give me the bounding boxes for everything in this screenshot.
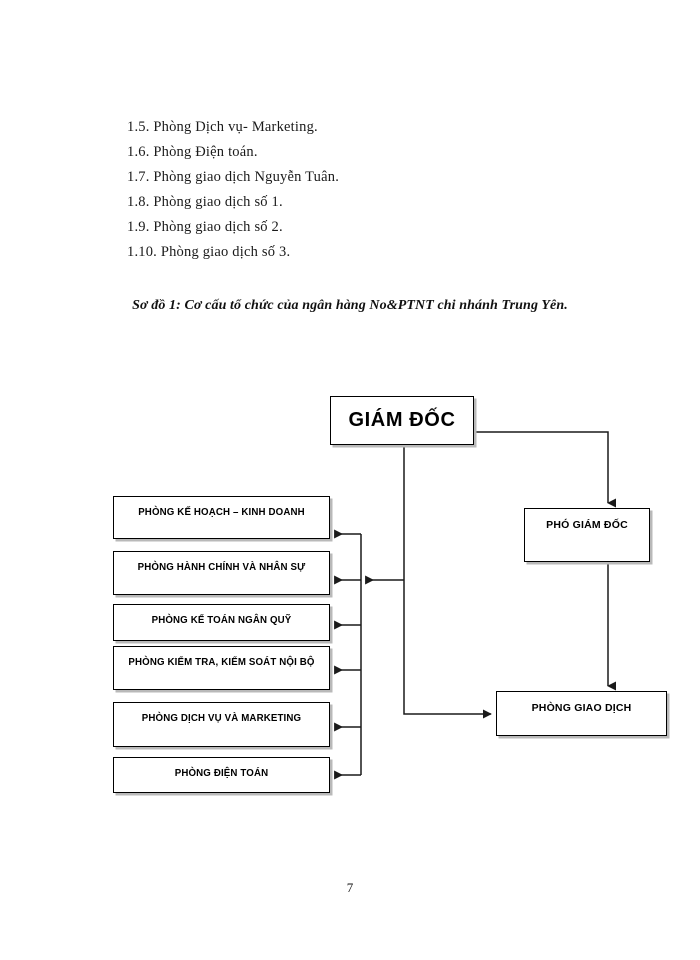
node-department: PHÒNG KIỂM TRA, KIỂM SOÁT NỘI BỘ <box>113 646 330 690</box>
node-department-label: PHÒNG KIỂM TRA, KIỂM SOÁT NỘI BỘ <box>128 657 315 668</box>
list-item: 1.7. Phòng giao dịch Nguyễn Tuân. <box>127 169 340 185</box>
node-department: PHÒNG KẾ TOÁN NGÂN QUỸ <box>113 604 330 641</box>
list-item: 1.6. Phòng Điện toán. <box>127 144 258 160</box>
page-number: 7 <box>346 880 354 895</box>
node-transaction-office-label: PHÒNG GIAO DỊCH <box>531 702 632 714</box>
node-deputy-director-label: PHÓ GIÁM ĐỐC <box>546 519 628 531</box>
list-item: 1.9. Phòng giao dịch số 2. <box>127 219 283 235</box>
node-department-label: PHÒNG DỊCH VỤ VÀ MARKETING <box>141 713 302 724</box>
list-item: 1.5. Phòng Dịch vụ- Marketing. <box>127 119 318 135</box>
node-department: PHÒNG KẾ HOẠCH – KINH DOANH <box>113 496 330 539</box>
connector-director-to-transaction-office <box>403 445 492 719</box>
node-director-label: GIÁM ĐỐC <box>348 409 456 431</box>
node-department: PHÒNG DỊCH VỤ VÀ MARKETING <box>113 702 330 747</box>
node-department-label: PHÒNG HÀNH CHÍNH VÀ NHÂN SỰ <box>137 562 306 573</box>
list-item: 1.8. Phòng giao dịch số 1. <box>127 194 283 210</box>
figure-caption: Sơ đồ 1: Cơ cấu tổ chức của ngân hàng No… <box>132 298 568 313</box>
node-deputy-director: PHÓ GIÁM ĐỐC <box>524 508 650 562</box>
node-department-label: PHÒNG KẾ TOÁN NGÂN QUỸ <box>151 615 292 626</box>
node-department: PHÒNG ĐIỆN TOÁN <box>113 757 330 793</box>
numbered-list: 1.5. Phòng Dịch vụ- Marketing. 1.6. Phòn… <box>127 115 547 265</box>
node-department-label: PHÒNG ĐIỆN TOÁN <box>174 768 269 779</box>
node-transaction-office: PHÒNG GIAO DỊCH <box>496 691 667 736</box>
list-item: 1.10. Phòng giao dịch số 3. <box>127 244 291 260</box>
node-department-label: PHÒNG KẾ HOẠCH – KINH DOANH <box>138 507 305 518</box>
node-department: PHÒNG HÀNH CHÍNH VÀ NHÂN SỰ <box>113 551 330 595</box>
node-director: GIÁM ĐỐC <box>330 396 474 445</box>
connector-director-to-deputy <box>474 431 617 508</box>
